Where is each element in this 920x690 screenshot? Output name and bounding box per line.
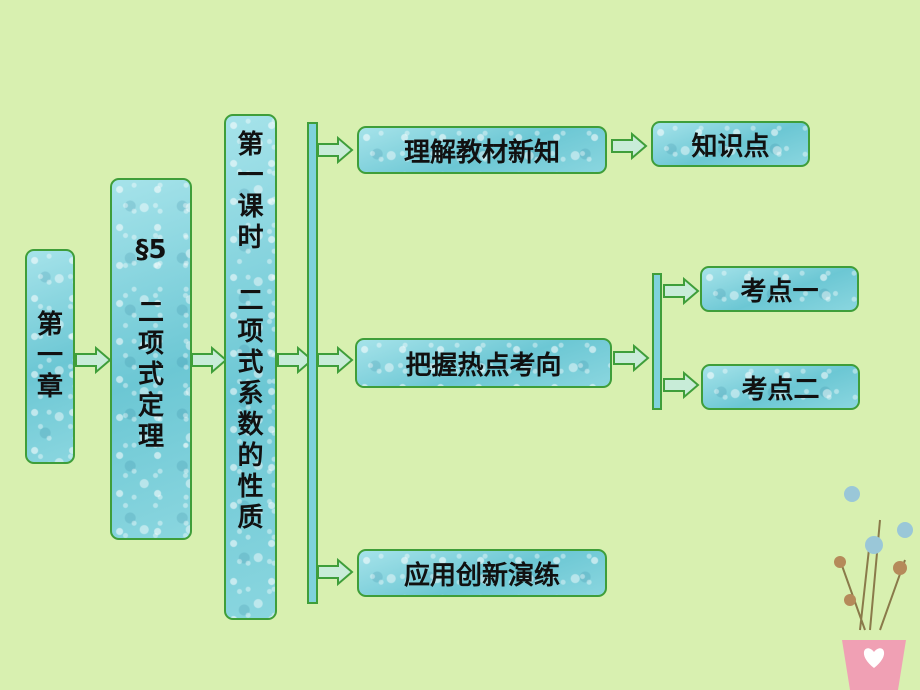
lesson-box[interactable]: 第一课时 二项式系数的性质 bbox=[224, 114, 277, 620]
arrow-to-understand bbox=[317, 137, 353, 163]
lesson-label: 第一课时 bbox=[237, 130, 264, 253]
branch-grasp-label: 把握热点考向 bbox=[405, 350, 562, 381]
leaf-knowledge-label: 知识点 bbox=[691, 131, 770, 162]
branch-grasp-box[interactable]: 把握热点考向 bbox=[355, 338, 612, 388]
flower-pot-decoration bbox=[834, 486, 913, 690]
arrow-to-subbracket bbox=[613, 345, 649, 371]
branch-bracket bbox=[307, 122, 318, 604]
arrow-section-to-lesson bbox=[191, 347, 227, 373]
branch-apply-box[interactable]: 应用创新演练 bbox=[357, 549, 607, 597]
arrow-to-grasp bbox=[317, 347, 353, 373]
arrow-to-point2 bbox=[663, 372, 699, 398]
branch-apply-label: 应用创新演练 bbox=[403, 560, 560, 591]
branch-understand-box[interactable]: 理解教材新知 bbox=[357, 126, 607, 174]
leaf-point1-box[interactable]: 考点一 bbox=[700, 266, 859, 312]
lesson-title: 二项式系数的性质 bbox=[237, 286, 264, 533]
subbranch-bracket bbox=[652, 273, 662, 410]
chapter-label: 第一章 bbox=[36, 310, 63, 402]
section-box[interactable]: §5 二项式定理 bbox=[110, 178, 192, 540]
chapter-box[interactable]: 第一章 bbox=[25, 249, 75, 464]
arrow-to-point1 bbox=[663, 278, 699, 304]
arrow-to-apply bbox=[317, 559, 353, 585]
section-number: §5 bbox=[135, 235, 167, 265]
leaf-knowledge-box[interactable]: 知识点 bbox=[651, 121, 810, 167]
arrow-to-knowledge bbox=[611, 133, 647, 159]
leaf-point1-label: 考点一 bbox=[740, 276, 819, 307]
section-title: 二项式定理 bbox=[137, 298, 164, 452]
leaf-point2-label: 考点二 bbox=[741, 374, 820, 405]
branch-understand-label: 理解教材新知 bbox=[403, 137, 560, 168]
arrow-chapter-to-section bbox=[75, 347, 111, 373]
leaf-point2-box[interactable]: 考点二 bbox=[701, 364, 860, 410]
